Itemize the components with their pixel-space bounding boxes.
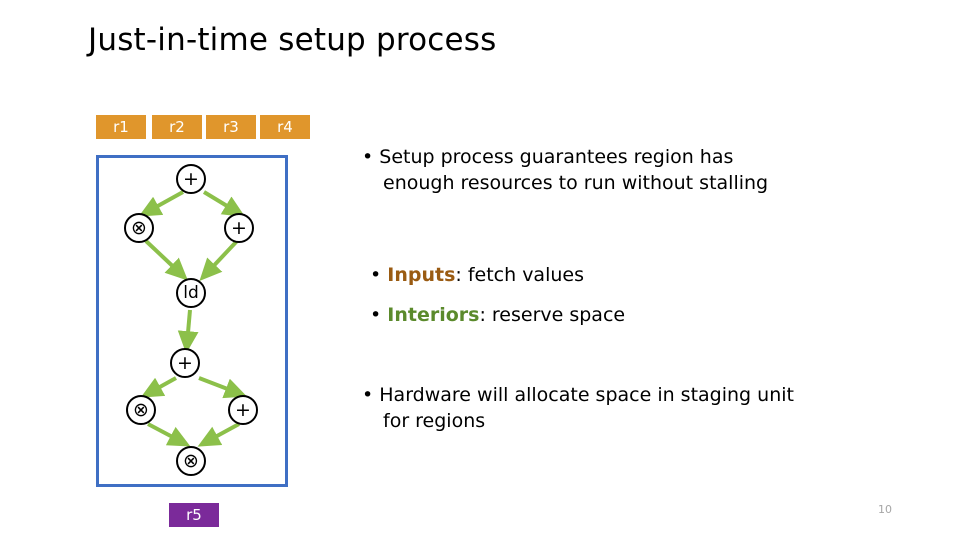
bullet-hardware-line1: Hardware will allocate space in staging … [379, 384, 794, 406]
bullet-hardware-allocate: • Hardware will allocate space in stagin… [362, 382, 902, 434]
region-tag-r4: r4 [260, 115, 310, 139]
region-tag-r1: r1 [96, 115, 146, 139]
bullet-interiors-text: : reserve space [479, 304, 626, 326]
region-tag-r2: r2 [152, 115, 202, 139]
graph-node-add-1: + [176, 164, 206, 194]
graph-node-add-2: + [224, 213, 254, 243]
graph-edges [138, 190, 247, 447]
bullet-setup-process-line2: enough resources to run without stalling [383, 172, 769, 194]
dataflow-graph: + ⊗ + ld + ⊗ + ⊗ [96, 140, 306, 500]
bullet-hardware-line2: for regions [383, 410, 486, 432]
graph-node-mul-2: ⊗ [126, 395, 156, 425]
graph-node-mul-3: ⊗ [176, 446, 206, 476]
graph-node-mul-1: ⊗ [124, 213, 154, 243]
bullet-marker: • [370, 264, 382, 286]
graph-node-add-3: + [170, 348, 200, 378]
page-title: Just-in-time setup process [88, 22, 497, 58]
bullet-inputs: • Inputs: fetch values [370, 262, 584, 288]
region-boundary-box [96, 155, 288, 487]
bullet-inputs-text: : fetch values [455, 264, 584, 286]
bullet-marker: • [362, 384, 374, 406]
page-number: 10 [878, 503, 892, 516]
bullet-marker: • [370, 304, 382, 326]
bullet-interiors: • Interiors: reserve space [370, 302, 625, 328]
graph-node-load: ld [176, 278, 206, 308]
bullet-marker: • [362, 146, 374, 168]
bullet-interiors-keyword: Interiors [387, 304, 480, 326]
bullet-inputs-keyword: Inputs [387, 264, 456, 286]
graph-node-add-4: + [228, 395, 258, 425]
region-tag-r5: r5 [169, 503, 219, 527]
bullet-setup-process-line1: Setup process guarantees region has [379, 146, 734, 168]
bullet-setup-process: • Setup process guarantees region has en… [362, 144, 892, 196]
region-tag-r3: r3 [206, 115, 256, 139]
